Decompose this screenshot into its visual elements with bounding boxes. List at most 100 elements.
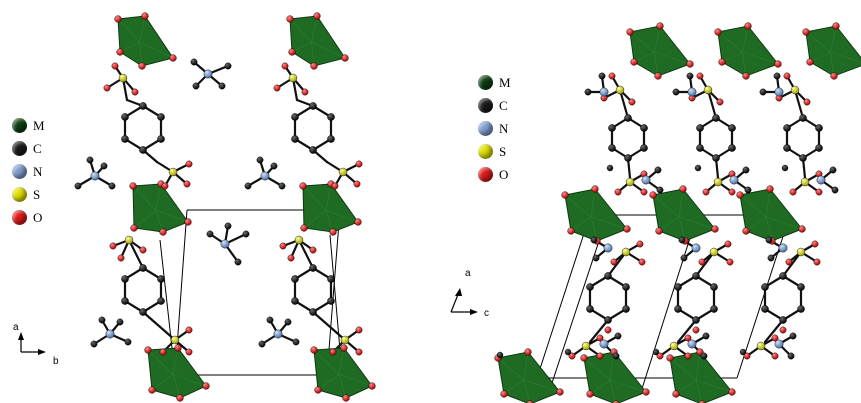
- oxygen-atom: [329, 228, 337, 236]
- carbon-atom: [640, 144, 648, 152]
- oxygen-atom: [586, 390, 594, 398]
- carbon-atom: [124, 338, 132, 346]
- legend-item-s: S: [478, 140, 511, 163]
- atoms: [74, 12, 840, 403]
- legend-label: N: [499, 120, 509, 136]
- octahedron: [583, 351, 647, 403]
- carbon-atom: [598, 72, 606, 80]
- octahedron-edge: [139, 15, 146, 43]
- oxygen-atom: [655, 227, 663, 235]
- carbon-atom: [139, 102, 147, 110]
- oxygen-atom: [103, 84, 111, 92]
- sulfur-atom: [118, 73, 128, 83]
- carbon-atom: [157, 275, 165, 283]
- octahedron-edge: [289, 18, 312, 43]
- oxygen-atom: [202, 382, 210, 390]
- carbon-atom: [327, 113, 335, 121]
- octahedron-edge: [805, 31, 831, 53]
- carbon-atom: [765, 236, 773, 244]
- axis-a-arrow: [18, 332, 24, 340]
- octahedron-edge: [302, 185, 327, 211]
- oxygen-atom: [568, 352, 576, 360]
- octahedron-edge: [589, 379, 611, 395]
- carbon-atom: [309, 308, 317, 316]
- nitrogen-atom: [778, 243, 788, 253]
- carbon-atom: [606, 164, 614, 172]
- legend-item-n: N: [478, 117, 511, 140]
- carbon-atom: [759, 88, 767, 96]
- carbon-atom: [656, 186, 664, 194]
- oxygen-atom: [341, 54, 349, 62]
- bond: [763, 318, 785, 344]
- oxygen-atom: [116, 48, 124, 56]
- oxygen-atom: [649, 191, 657, 199]
- octahedron-edge: [570, 216, 592, 232]
- oxygen-atom: [630, 58, 638, 66]
- legend-label: M: [33, 117, 45, 133]
- octahedron: [289, 15, 346, 67]
- legend-item-o: O: [12, 206, 45, 229]
- oxygen-atom: [771, 334, 779, 342]
- octahedron-edge: [338, 347, 345, 375]
- sulfur-atom: [796, 247, 806, 257]
- oxygen-atom: [500, 390, 508, 398]
- legend-label: C: [499, 97, 508, 113]
- carbon-atom: [767, 254, 775, 262]
- octahedron: [302, 183, 359, 233]
- carbon-atom: [309, 264, 317, 272]
- oxygen-atom: [329, 348, 337, 356]
- oxygen-atom: [114, 15, 122, 23]
- carbon-atom: [604, 272, 612, 280]
- octahedron-edge: [742, 51, 779, 65]
- carbon-atom: [584, 88, 592, 96]
- oxygen-atom: [702, 188, 710, 196]
- oxygen-atom: [301, 88, 309, 96]
- octahedron-edge: [325, 210, 359, 223]
- octahedron-edge: [155, 210, 189, 223]
- oxygen-atom: [526, 400, 534, 403]
- sulfur-atom: [621, 247, 631, 257]
- legend-swatch: [478, 144, 493, 159]
- carbon-atom: [624, 154, 632, 162]
- legend-item-m: M: [12, 114, 45, 137]
- oxygen-atom: [636, 240, 644, 248]
- carbon-atom: [686, 72, 694, 80]
- carbon-atom: [116, 318, 124, 326]
- octahedron-edge: [139, 41, 174, 59]
- carbon-atom: [696, 144, 704, 152]
- oxygen-atom: [183, 180, 191, 188]
- carbon-atom: [624, 114, 632, 122]
- bond: [127, 238, 145, 270]
- cell-edge: [547, 237, 601, 396]
- octahedron-edge: [654, 51, 691, 65]
- octahedron-edge: [523, 351, 529, 381]
- oxygen-atom: [185, 348, 193, 356]
- carbon-atom: [157, 135, 165, 143]
- carbon-atom: [258, 340, 266, 348]
- octahedron-edge: [133, 210, 156, 229]
- axis-c-arrow: [470, 309, 478, 315]
- octahedron-edge: [654, 51, 659, 77]
- octahedron-edge: [117, 18, 140, 43]
- carbon-atom: [831, 186, 839, 194]
- carbon-atom: [674, 283, 682, 291]
- carbon-atom: [291, 113, 299, 121]
- carbon-atom: [121, 275, 129, 283]
- octahedron-edge: [830, 51, 835, 77]
- octahedron-edge: [678, 188, 684, 218]
- octahedron-edge: [132, 185, 157, 211]
- carbon-atom: [284, 318, 292, 326]
- nitrogen-atom: [273, 329, 283, 339]
- nitrogen-atom: [774, 339, 784, 349]
- oxygen-atom: [711, 225, 719, 233]
- carbon-atom: [797, 305, 805, 313]
- oxygen-atom: [614, 188, 622, 196]
- sulfur-atom: [790, 85, 800, 95]
- bond: [781, 250, 803, 278]
- octahedron: [739, 188, 803, 242]
- carbon-atom: [712, 114, 720, 122]
- oxygen-atom: [642, 388, 650, 396]
- oxygen-atom: [556, 388, 564, 396]
- carbon-atom: [242, 230, 250, 238]
